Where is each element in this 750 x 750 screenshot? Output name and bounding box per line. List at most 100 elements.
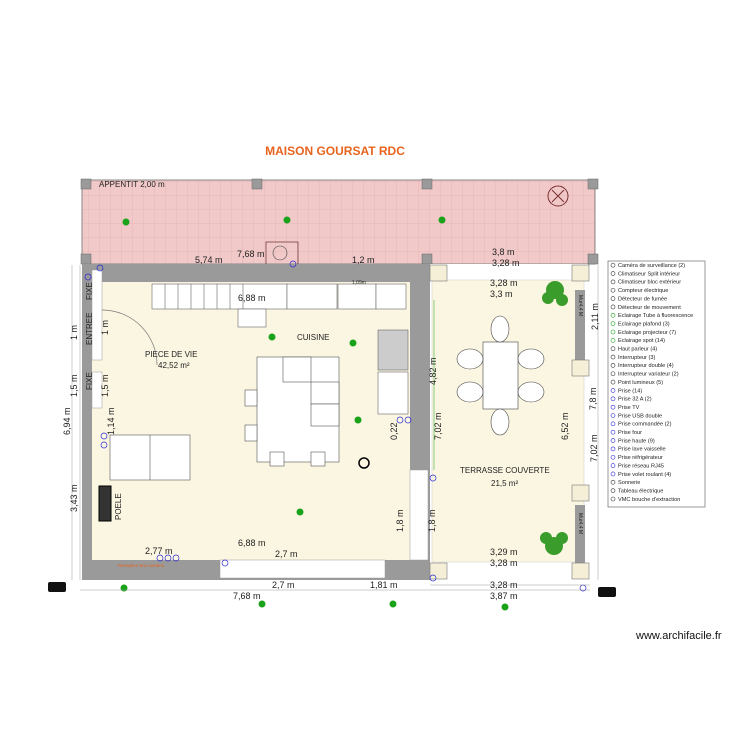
dim-label: 7,02 m xyxy=(589,434,599,462)
dim-label: 2,7 m xyxy=(272,580,295,590)
dim-label: 1,8 m xyxy=(395,509,405,532)
door-swing xyxy=(101,309,158,366)
door-label-fixe-2: FIXE xyxy=(85,372,94,390)
legend-symbol-icon xyxy=(610,463,616,468)
legend-item: Prise volet roulant (4) xyxy=(618,472,671,478)
dim-label: 1,09m xyxy=(352,280,366,286)
dimensions: 5,74 m 7,68 m 1,2 m 3,8 m 3,28 m 6,88 m … xyxy=(62,247,600,601)
kitchen-label: CUISINE xyxy=(297,333,329,342)
dim-label: 1,5 m xyxy=(100,374,110,397)
dim-label: 1,14 m xyxy=(106,407,116,435)
posts xyxy=(80,178,599,265)
dim-label: 4,82 m xyxy=(428,357,438,385)
legend-symbol-icon xyxy=(610,279,616,285)
watermark: www.archifacile.fr xyxy=(635,630,722,642)
plant-icon xyxy=(540,281,568,555)
door-label-fixe: FIXE xyxy=(85,282,94,300)
legend-symbol-icon xyxy=(610,271,616,276)
dim-label: 2,11 m xyxy=(590,303,600,330)
legend-item: Prise commandée (2) xyxy=(618,422,672,428)
stove xyxy=(98,485,112,522)
dim-label: 3,43 m xyxy=(69,484,79,512)
wall-label: Mur4,4 M xyxy=(577,295,583,316)
legend-symbol-icon xyxy=(610,354,616,360)
dining-table xyxy=(244,356,340,467)
dim-label: 1,2 m xyxy=(352,255,375,265)
legend-item: Prise 32 A (2) xyxy=(618,397,652,403)
legend-item: Prise USB double xyxy=(618,413,662,419)
legend-item: Prise réfrigérateur xyxy=(618,455,663,461)
dim-label: 3,87 m xyxy=(490,591,518,601)
stove-label: POELE xyxy=(114,493,123,520)
dim-label: 1,8 m xyxy=(427,509,437,532)
sofa xyxy=(109,434,191,481)
terrace-table xyxy=(456,315,545,436)
terrace-wall xyxy=(575,290,585,360)
legend-symbol-icon xyxy=(610,287,616,293)
legend-item: Haut parleur (4) xyxy=(618,347,657,353)
legend-item: Compteur électrique xyxy=(618,288,668,294)
dim-label: 7,68 m xyxy=(237,249,265,259)
reception-label: Réception Box Livebox xyxy=(118,563,165,568)
legend-item: VMC bouche d'extraction xyxy=(618,497,680,503)
legend-symbol-icon xyxy=(610,438,616,443)
legend-symbol-icon xyxy=(610,379,616,385)
dim-label: 3,8 m xyxy=(492,247,515,257)
legend-symbol-icon xyxy=(610,312,616,318)
legend-item: Tableau électrique xyxy=(618,488,663,494)
staircase xyxy=(151,283,288,328)
legend-symbol-icon xyxy=(610,346,616,352)
legend-item: Détecteur de mouvement xyxy=(618,305,681,311)
legend-symbol-icon xyxy=(610,429,616,435)
appentit-label: APPENTIT 2,00 m xyxy=(99,180,165,189)
dim-label: 3,3 m xyxy=(490,289,513,299)
legend-item: Eclairage spot (14) xyxy=(618,338,665,344)
living-label: PIECE DE VIE xyxy=(145,350,197,359)
legend-item: Point lumineux (5) xyxy=(618,380,663,386)
legend-symbol-icon xyxy=(610,388,616,393)
fixed-window xyxy=(91,371,103,409)
legend-item: Prise (14) xyxy=(618,388,642,394)
legend-symbol-icon xyxy=(610,488,616,493)
legend-item: Climatiseur Split intérieur xyxy=(618,271,680,277)
sliding-door[interactable] xyxy=(409,469,429,561)
terrace-wall xyxy=(575,505,585,563)
ceiling-light-icons xyxy=(120,216,509,611)
appentit-area[interactable] xyxy=(81,179,596,265)
legend-symbol-icon xyxy=(610,446,616,452)
dim-label: 3,28 m xyxy=(490,580,518,590)
legend-item: Caméra de surveillance (2) xyxy=(618,263,685,269)
legend-item: Détecteur de fumée xyxy=(618,296,667,302)
dim-label: 6,88 m xyxy=(238,538,266,548)
legend-symbol-icon xyxy=(610,329,616,335)
legend-item: Interrupteur (3) xyxy=(618,355,655,361)
legend-symbol-icon xyxy=(610,338,616,343)
legend-symbol-icon xyxy=(610,496,616,502)
dim-label: 6,52 m xyxy=(560,412,570,440)
door-label-entree: ENTREE xyxy=(85,313,94,345)
dim-label: 1,81 m xyxy=(370,580,398,590)
dim-label: 3,28 m xyxy=(492,258,520,268)
legend-item: Prise lave vaisselle xyxy=(618,447,666,453)
dim-label: 3,28 m xyxy=(490,558,518,568)
entry-door[interactable] xyxy=(91,269,103,361)
dim-label: 2,7 m xyxy=(275,549,298,559)
legend-item: Prise four xyxy=(618,430,642,436)
dim-label: 7,8 m xyxy=(588,387,598,410)
legend-symbol-icon xyxy=(610,479,616,485)
dim-label: 7,02 m xyxy=(433,412,443,440)
legend-symbol-icon xyxy=(610,454,616,460)
dim-label: 6,88 m xyxy=(238,293,266,303)
kitchen-counter xyxy=(286,283,409,415)
legend-symbol-icon xyxy=(610,262,616,268)
dim-label: 1,5 m xyxy=(69,374,79,397)
dimension-lines xyxy=(71,265,599,591)
legend-symbol-icon xyxy=(610,471,616,477)
bay-window[interactable] xyxy=(219,559,386,579)
legend: Caméra de surveillance (2) Climatiseur Sp… xyxy=(607,260,706,508)
legend-symbol-icon xyxy=(610,304,616,310)
living-area: 42,52 m² xyxy=(158,361,190,370)
outlet-icons xyxy=(84,260,587,592)
legend-item: Eclairage plafond (3) xyxy=(618,321,670,327)
